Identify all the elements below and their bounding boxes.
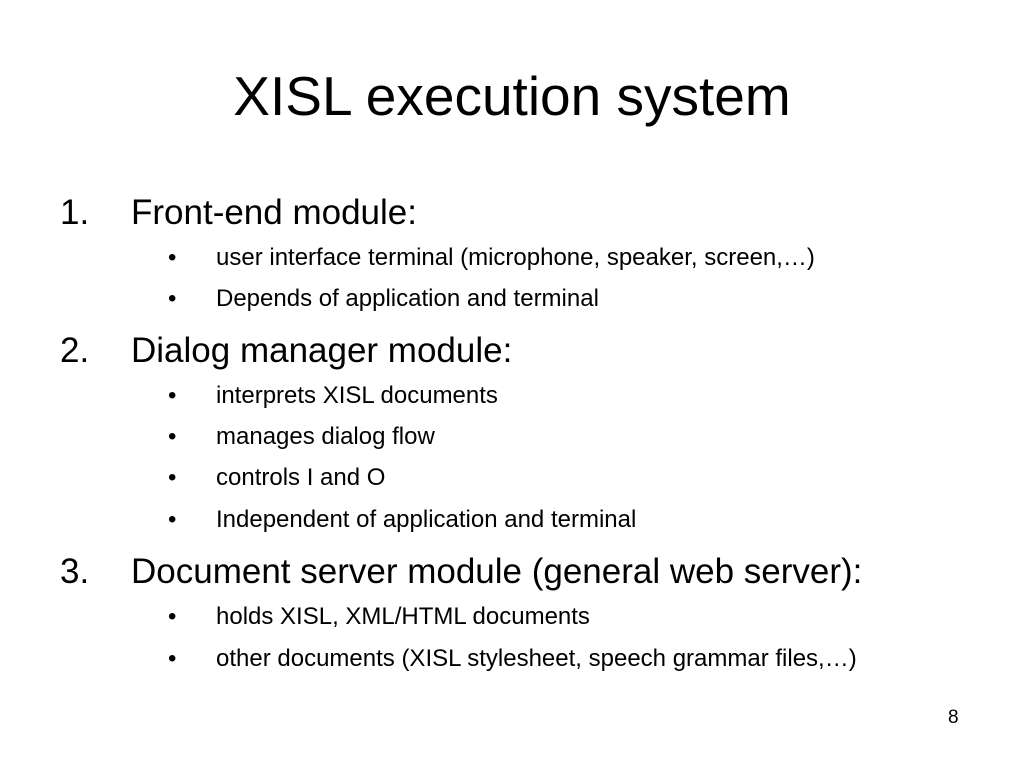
- bullet-icon: •: [168, 285, 177, 312]
- bullet-icon: •: [168, 244, 177, 271]
- bullet-icon: •: [168, 645, 177, 672]
- bullet-text: manages dialog flow: [216, 423, 435, 450]
- item-number: 3.: [60, 552, 90, 591]
- item-label: Front-end module:: [131, 193, 417, 232]
- bullet-text: controls I and O: [216, 464, 386, 491]
- bullet-icon: •: [168, 464, 177, 491]
- bullet-text: Depends of application and terminal: [216, 285, 599, 312]
- item-number: 2.: [60, 331, 90, 370]
- page-number: 8: [948, 707, 959, 728]
- item-number: 1.: [60, 193, 90, 232]
- bullet-text: other documents (XISL stylesheet, speech…: [216, 645, 857, 672]
- bullet-text: Independent of application and terminal: [216, 506, 637, 533]
- bullet-icon: •: [168, 506, 177, 533]
- bullet-icon: •: [168, 382, 177, 409]
- bullet-text: interprets XISL documents: [216, 382, 498, 409]
- item-label: Dialog manager module:: [131, 331, 513, 370]
- slide-title: XISL execution system: [233, 65, 791, 127]
- bullet-icon: •: [168, 423, 177, 450]
- bullet-text: user interface terminal (microphone, spe…: [216, 244, 815, 271]
- item-label: Document server module (general web serv…: [131, 552, 863, 591]
- bullet-text: holds XISL, XML/HTML documents: [216, 603, 590, 630]
- bullet-icon: •: [168, 603, 177, 630]
